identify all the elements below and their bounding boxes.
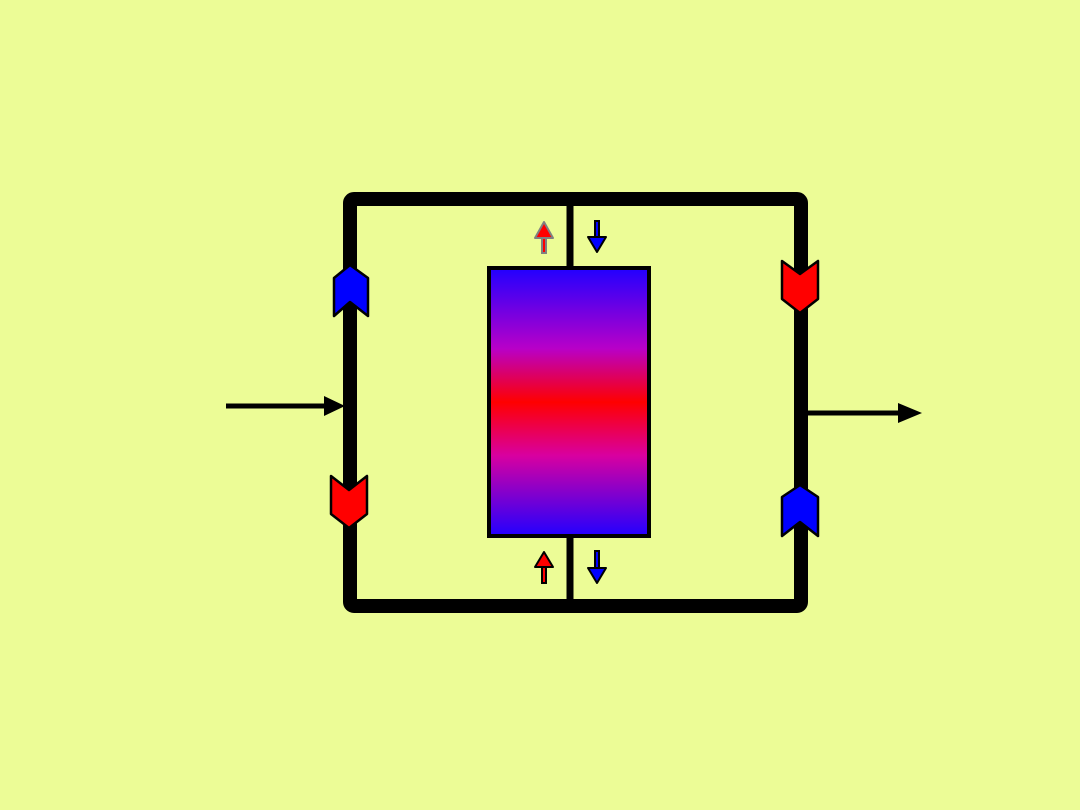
inlet-arrow-icon	[226, 396, 345, 416]
circuit-loop	[343, 192, 808, 613]
arrow-up-red-icon	[534, 551, 554, 584]
chevron-down-red-icon	[780, 259, 820, 315]
chevron-up-blue-icon	[780, 483, 820, 538]
storage-tank	[487, 266, 651, 538]
arrow-up-red-icon	[534, 221, 554, 254]
outlet-arrow-icon	[806, 403, 922, 423]
chevron-down-red-icon	[329, 474, 369, 530]
arrow-down-blue-icon	[587, 550, 607, 584]
arrow-down-blue-icon	[587, 220, 607, 253]
chevron-up-blue-icon	[332, 263, 370, 318]
